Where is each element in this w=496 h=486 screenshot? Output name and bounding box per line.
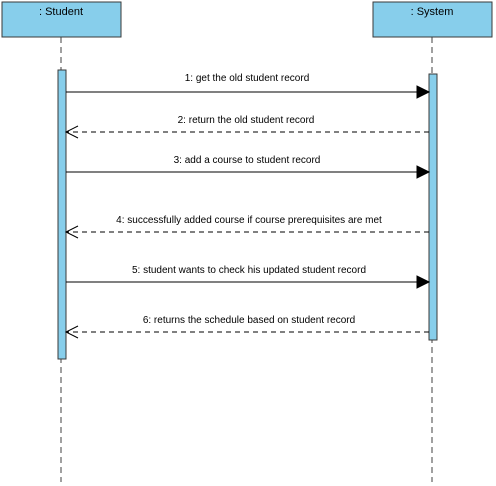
message-4-label: 4: successfully added course if course p… xyxy=(116,215,382,226)
message-5-arrowhead xyxy=(416,275,431,289)
message-3[interactable]: 3: add a course to student record xyxy=(66,155,431,179)
message-6-arrowhead xyxy=(64,325,79,339)
lifeline-student-label: : Student xyxy=(39,6,83,18)
message-1[interactable]: 1: get the old student record xyxy=(66,73,431,99)
message-4[interactable]: 4: successfully added course if course p… xyxy=(64,215,429,239)
lifeline-student-head[interactable] xyxy=(1,1,122,38)
message-2-arrowhead xyxy=(64,125,79,139)
lifeline-student: : Student xyxy=(1,1,122,482)
message-5[interactable]: 5: student wants to check his updated st… xyxy=(66,265,431,289)
message-6-label: 6: returns the schedule based on student… xyxy=(143,315,355,326)
lifeline-system-head[interactable] xyxy=(372,1,493,38)
message-1-arrowhead xyxy=(416,85,431,99)
message-2-label: 2: return the old student record xyxy=(178,115,315,126)
message-1-label: 1: get the old student record xyxy=(185,73,310,84)
message-3-arrowhead xyxy=(416,165,431,179)
activation-system[interactable] xyxy=(428,73,438,341)
lifeline-system: : System xyxy=(372,1,493,482)
message-6[interactable]: 6: returns the schedule based on student… xyxy=(64,315,429,339)
message-5-label: 5: student wants to check his updated st… xyxy=(132,265,366,276)
activation-student[interactable] xyxy=(57,69,67,360)
message-3-label: 3: add a course to student record xyxy=(174,155,321,166)
message-4-arrowhead xyxy=(64,225,79,239)
message-2[interactable]: 2: return the old student record xyxy=(64,115,429,139)
lifeline-system-label: : System xyxy=(411,6,454,18)
